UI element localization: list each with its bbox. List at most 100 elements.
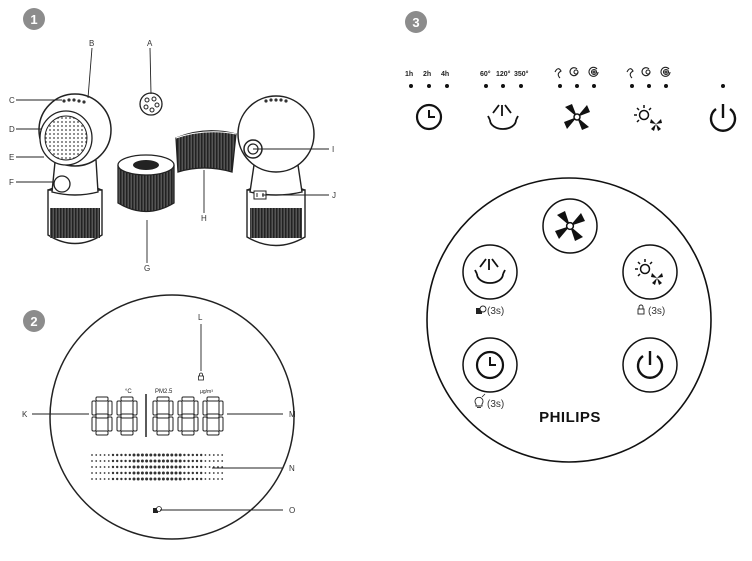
matrix-dot xyxy=(103,454,106,456)
timer-option-4h: 4h xyxy=(441,71,449,78)
matrix-dot xyxy=(124,477,127,481)
matrix-dot xyxy=(103,478,106,480)
pm-label: PM2.5 xyxy=(155,389,173,395)
power-button[interactable] xyxy=(622,337,678,393)
section-badge-3: 3 xyxy=(405,11,427,33)
sensor-f xyxy=(53,175,71,193)
matrix-dot xyxy=(204,478,207,480)
matrix-dot xyxy=(95,460,98,462)
matrix-dot xyxy=(99,460,102,462)
matrix-dot xyxy=(140,471,144,475)
matrix-dot xyxy=(195,465,199,469)
matrix-dot xyxy=(204,460,207,462)
matrix-dot xyxy=(99,466,102,468)
matrix-dot xyxy=(191,477,194,481)
matrix-dot xyxy=(116,477,119,481)
matrix-dot xyxy=(128,471,131,475)
timer-button[interactable] xyxy=(462,337,518,393)
matrix-dot xyxy=(217,460,219,462)
matrix-dot xyxy=(140,453,144,457)
oscillation-button[interactable] xyxy=(462,244,518,300)
matrix-dot xyxy=(136,465,140,469)
matrix-dot xyxy=(140,459,144,463)
matrix-dot xyxy=(111,453,115,457)
matrix-dot xyxy=(103,460,106,462)
matrix-dot xyxy=(91,478,93,480)
matrix-dot xyxy=(157,471,161,475)
matrix-dot xyxy=(174,471,178,475)
matrix-dot xyxy=(174,459,178,463)
matrix-dot xyxy=(195,459,199,463)
hold-time-light: (3s) xyxy=(487,399,504,410)
fan-speed-indicators xyxy=(554,66,671,79)
fan-button[interactable] xyxy=(542,198,598,254)
matrix-dot xyxy=(187,477,190,481)
label-e: E xyxy=(9,153,14,162)
matrix-dot xyxy=(120,477,123,481)
matrix-dot xyxy=(136,477,140,481)
matrix-dot xyxy=(170,453,174,457)
matrix-dot xyxy=(161,453,165,457)
matrix-dot xyxy=(217,454,219,456)
timer-option-1h: 1h xyxy=(405,71,413,78)
matrix-dot xyxy=(132,459,136,463)
heat-fan-icon xyxy=(634,105,662,131)
matrix-dot xyxy=(174,453,178,457)
matrix-dot xyxy=(95,472,98,474)
matrix-dot xyxy=(212,472,215,474)
matrix-dot xyxy=(208,454,211,456)
heat-fan-button[interactable] xyxy=(622,244,678,300)
purifier-front xyxy=(38,93,112,245)
matrix-dot xyxy=(145,477,149,481)
matrix-dot xyxy=(132,471,136,475)
matrix-dot xyxy=(91,472,93,474)
label-g: G xyxy=(144,264,150,273)
section-badge-1: 1 xyxy=(23,8,45,30)
matrix-dot xyxy=(200,477,203,481)
matrix-dot xyxy=(128,453,131,457)
angle-option-60: 60° xyxy=(480,70,491,78)
matrix-dot xyxy=(95,454,98,456)
figure-control-panel: 1h 2h 4h 60° 120° 350° xyxy=(405,66,737,463)
timer-option-2h: 2h xyxy=(423,71,431,78)
matrix-dot xyxy=(195,453,199,457)
matrix-dot xyxy=(95,466,98,468)
matrix-dot xyxy=(161,477,165,481)
power-icon xyxy=(709,104,737,132)
label-i: I xyxy=(332,145,334,154)
matrix-dot xyxy=(200,453,203,457)
matrix-dot xyxy=(166,453,170,457)
label-j: J xyxy=(332,191,336,200)
lock-icon xyxy=(198,372,204,381)
matrix-dot xyxy=(161,459,165,463)
matrix-dot xyxy=(107,460,110,462)
matrix-dot xyxy=(178,459,182,463)
matrix-dot xyxy=(107,454,110,456)
matrix-dot xyxy=(217,478,219,480)
matrix-dot xyxy=(145,465,149,469)
light-icon xyxy=(474,393,486,408)
matrix-dot xyxy=(120,465,123,469)
temp-unit: °C xyxy=(125,389,132,395)
matrix-dot xyxy=(174,465,178,469)
matrix-dot xyxy=(187,453,190,457)
matrix-dot xyxy=(153,453,157,457)
matrix-dot xyxy=(111,465,115,469)
matrix-dot xyxy=(153,459,157,463)
matrix-dot xyxy=(183,453,186,457)
matrix-dot xyxy=(170,477,174,481)
matrix-dot xyxy=(200,471,203,475)
matrix-dot xyxy=(178,471,182,475)
matrix-dot xyxy=(149,471,153,475)
matrix-dot xyxy=(128,477,131,481)
label-a: A xyxy=(147,39,153,48)
matrix-dot xyxy=(212,466,215,468)
matrix-dot xyxy=(157,465,161,469)
matrix-dot xyxy=(217,466,219,468)
matrix-dot xyxy=(157,453,161,457)
matrix-dot xyxy=(178,453,182,457)
matrix-dot xyxy=(195,471,199,475)
matrix-dot xyxy=(191,459,194,463)
timer-icon xyxy=(415,103,443,131)
matrix-dot xyxy=(116,465,119,469)
